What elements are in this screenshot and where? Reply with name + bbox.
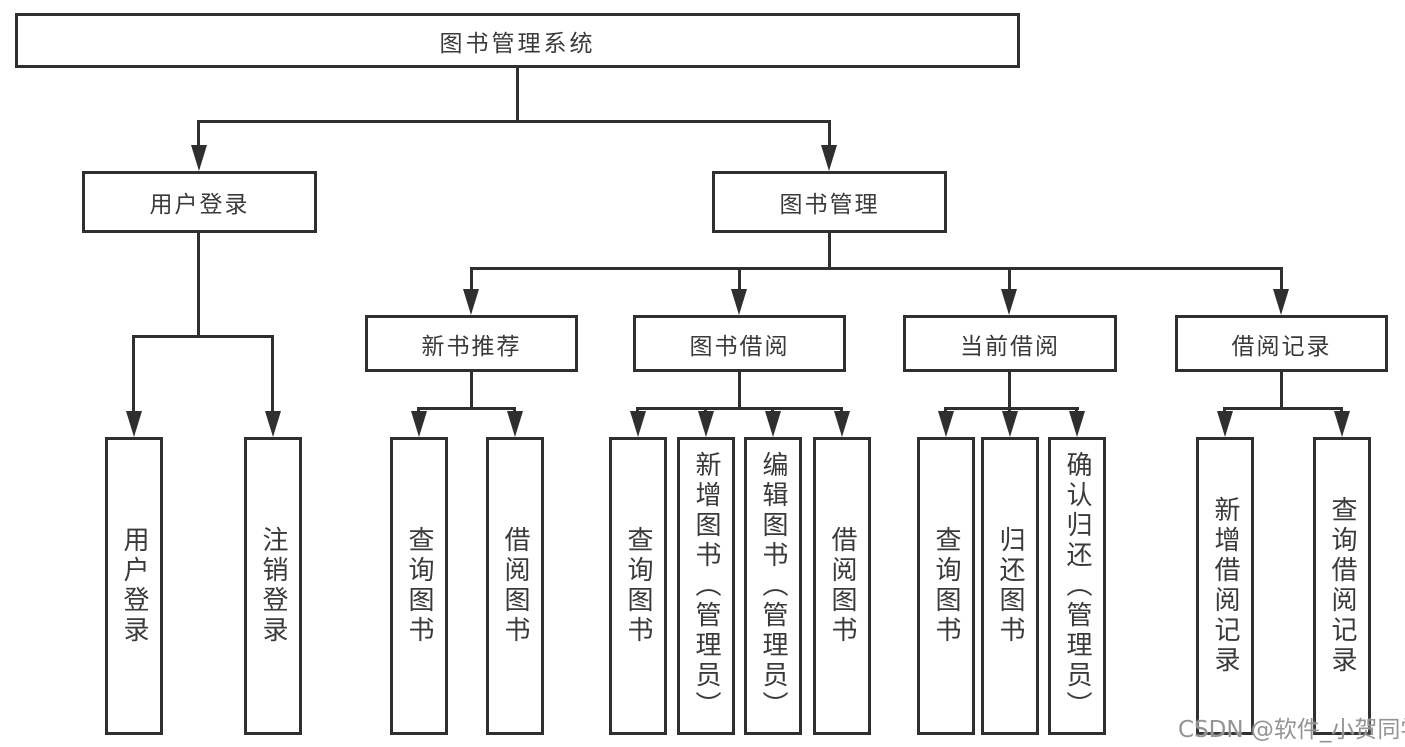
arrow-head — [1069, 411, 1085, 437]
node-current-borrowing-label: 当前借阅 — [960, 333, 1060, 360]
leaf-confirm-return-admin-label: 确认归还（管理员） — [1062, 451, 1092, 721]
connector-hline — [636, 407, 843, 410]
leaf-query-books-current: 查询图书 — [917, 437, 975, 735]
connector-vline — [828, 120, 831, 147]
connector-vline — [470, 267, 473, 291]
arrow-head — [731, 289, 747, 315]
leaf-confirm-return-admin: 确认归还（管理员） — [1048, 437, 1106, 735]
arrow-head — [630, 411, 646, 437]
leaf-query-books-borrowing-label: 查询图书 — [623, 526, 653, 646]
leaf-user-login-label: 用户登录 — [119, 526, 149, 646]
connector-vline — [828, 233, 831, 270]
node-root: 图书管理系统 — [15, 13, 1020, 68]
leaf-logout-label: 注销登录 — [258, 526, 288, 646]
connector-vline — [771, 407, 774, 413]
leaf-borrow-books-recommend: 借阅图书 — [486, 437, 544, 735]
connector-vline — [1008, 407, 1011, 413]
connector-hline — [470, 267, 1283, 270]
node-new-book-recommendation-label: 新书推荐 — [421, 333, 522, 360]
arrow-head — [765, 411, 781, 437]
leaf-return-books: 归还图书 — [981, 437, 1039, 735]
connector-vline — [271, 335, 274, 413]
leaf-query-books-borrowing: 查询图书 — [609, 437, 667, 735]
arrow-head — [507, 411, 523, 437]
node-new-book-recommendation: 新书推荐 — [365, 315, 578, 372]
connector-vline — [1008, 372, 1011, 409]
connector-vline — [1340, 407, 1343, 413]
connector-vline — [470, 372, 473, 409]
node-book-management: 图书管理 — [712, 171, 947, 233]
leaf-add-book-admin: 新增图书（管理员） — [677, 437, 735, 735]
node-borrowing-records: 借阅记录 — [1175, 315, 1388, 372]
connector-vline — [1280, 267, 1283, 291]
leaf-query-borrow-record-label: 查询借阅记录 — [1327, 496, 1357, 676]
node-user-login: 用户登录 — [82, 171, 317, 233]
connector-vline — [513, 407, 516, 413]
connector-vline — [1075, 407, 1078, 413]
arrow-head — [463, 289, 479, 315]
leaf-borrow-books-borrowing: 借阅图书 — [813, 437, 871, 735]
node-root-label: 图书管理系统 — [439, 30, 596, 57]
connector-hline — [1223, 407, 1343, 410]
leaf-borrow-books-recommend-label: 借阅图书 — [500, 526, 530, 646]
node-book-borrowing-label: 图书借阅 — [689, 333, 790, 360]
connector-vline — [132, 335, 135, 413]
connector-vline — [738, 267, 741, 291]
leaf-borrow-books-borrowing-label: 借阅图书 — [827, 526, 857, 646]
node-user-login-label: 用户登录 — [149, 192, 250, 218]
connector-vline — [944, 407, 947, 413]
arrow-head — [1273, 289, 1289, 315]
connector-vline — [516, 68, 519, 121]
connector-hline — [197, 120, 831, 123]
connector-vline — [1280, 372, 1283, 409]
node-book-management-label: 图书管理 — [779, 192, 880, 218]
leaf-add-borrow-record: 新增借阅记录 — [1196, 437, 1254, 735]
leaf-query-books-current-label: 查询图书 — [931, 526, 961, 646]
leaf-add-book-admin-label: 新增图书（管理员） — [691, 451, 721, 721]
arrow-head — [698, 411, 714, 437]
connector-vline — [840, 407, 843, 413]
arrow-head — [1002, 411, 1018, 437]
arrow-head — [1334, 411, 1350, 437]
leaf-query-books-recommend-label: 查询图书 — [404, 526, 434, 646]
connector-vline — [1008, 267, 1011, 291]
leaf-user-login: 用户登录 — [105, 437, 163, 735]
arrow-head — [1001, 289, 1017, 315]
leaf-edit-book-admin-label: 编辑图书（管理员） — [758, 451, 788, 721]
leaf-query-books-recommend: 查询图书 — [390, 437, 448, 735]
connector-vline — [417, 407, 420, 413]
arrow-head — [821, 145, 837, 171]
connector-hline — [944, 407, 1079, 410]
leaf-query-borrow-record: 查询借阅记录 — [1313, 437, 1371, 735]
connector-hline — [132, 335, 274, 338]
connector-vline — [197, 120, 200, 147]
arrow-head — [265, 411, 281, 437]
arrow-head — [938, 411, 954, 437]
arrow-head — [191, 145, 207, 171]
node-borrowing-records-label: 借阅记录 — [1231, 333, 1332, 360]
connector-vline — [1223, 407, 1226, 413]
leaf-return-books-label: 归还图书 — [995, 526, 1025, 646]
leaf-logout: 注销登录 — [244, 437, 302, 735]
node-book-borrowing: 图书借阅 — [633, 315, 846, 372]
watermark: CSDN @软件_小贺同学 — [1178, 717, 1405, 743]
connector-hline — [417, 407, 516, 410]
leaf-add-borrow-record-label: 新增借阅记录 — [1210, 496, 1240, 676]
arrow-head — [1217, 411, 1233, 437]
arrow-head — [411, 411, 427, 437]
leaf-edit-book-admin: 编辑图书（管理员） — [744, 437, 802, 735]
connector-vline — [197, 233, 200, 335]
arrow-head — [126, 411, 142, 437]
connector-vline — [738, 372, 741, 409]
connector-vline — [636, 407, 639, 413]
arrow-head — [834, 411, 850, 437]
connector-vline — [704, 407, 707, 413]
node-current-borrowing: 当前借阅 — [903, 315, 1117, 372]
